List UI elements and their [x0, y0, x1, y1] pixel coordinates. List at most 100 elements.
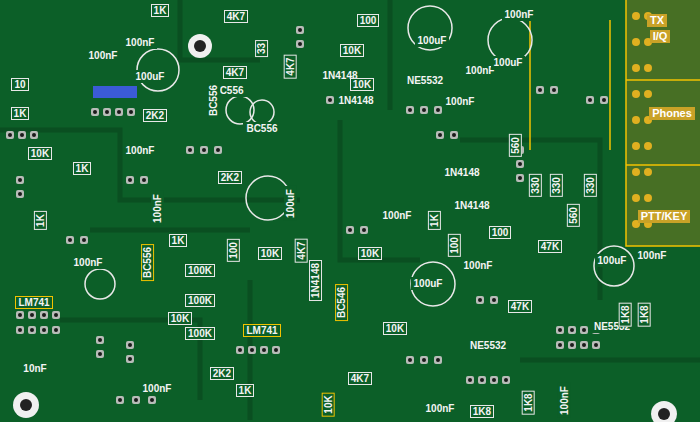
silkscreen-label: NE5532 [404, 74, 446, 87]
drill-hole [20, 133, 24, 137]
drill-hole [504, 378, 508, 382]
silkscreen-label: Phones [649, 107, 695, 120]
drill-hole [42, 313, 46, 317]
solder-pad [140, 176, 148, 184]
silkscreen-label: 100nF [140, 382, 175, 395]
drill-hole [422, 358, 426, 362]
drill-hole [118, 398, 122, 402]
drill-hole [422, 108, 426, 112]
solder-pad [248, 346, 256, 354]
drill-hole [98, 352, 102, 356]
connector-pad [644, 168, 652, 176]
silkscreen-label: 100nF [502, 8, 537, 21]
solder-pad [296, 40, 304, 48]
silkscreen-label: 4K7 [283, 54, 296, 78]
solder-pad [550, 86, 558, 94]
silkscreen-label: 100nF [86, 49, 121, 62]
silkscreen-label: 100nF [423, 402, 458, 415]
silkscreen-label: 100nF [461, 259, 496, 272]
silkscreen-label: 10K [258, 247, 282, 260]
drill-hole [68, 238, 72, 242]
solder-pad [16, 190, 24, 198]
solder-pad [568, 341, 576, 349]
silkscreen-label: 100uF [415, 34, 450, 47]
silkscreen-label: TX [647, 14, 667, 27]
drill-hole [558, 343, 562, 347]
silkscreen-label: 47K [508, 300, 532, 313]
silkscreen-label: 100nF [558, 383, 571, 418]
solder-pad [200, 146, 208, 154]
silkscreen-label: 100uF [411, 277, 446, 290]
silkscreen-label: 1K [73, 162, 92, 175]
silkscreen-label: 100 [227, 239, 240, 262]
solder-pad [434, 356, 442, 364]
connector-pad [632, 38, 640, 46]
silkscreen-label: 1K8 [521, 390, 534, 414]
silkscreen-label: 100nF [380, 209, 415, 222]
solder-pad [126, 176, 134, 184]
solder-pad [586, 96, 594, 104]
silkscreen-label: 10K [340, 44, 364, 57]
drill-hole [492, 298, 496, 302]
solder-pad [478, 376, 486, 384]
silkscreen-label: 10K [28, 147, 52, 160]
silkscreen-label: 10K [358, 247, 382, 260]
drill-hole [518, 162, 522, 166]
solder-pad [236, 346, 244, 354]
drill-hole [436, 358, 440, 362]
solder-pad [52, 311, 60, 319]
drill-hole [18, 178, 22, 182]
connector-pad [644, 142, 652, 150]
solder-pad [556, 341, 564, 349]
silkscreen-label: 560 [509, 134, 522, 157]
solder-pad [466, 376, 474, 384]
silkscreen-label: 1K [33, 211, 46, 230]
silkscreen-label: 4K7 [223, 66, 247, 79]
drill-hole [128, 178, 132, 182]
connector-pad [632, 168, 640, 176]
drill-hole [362, 228, 366, 232]
drill-hole [570, 328, 574, 332]
solder-pad [536, 86, 544, 94]
connector-pad [632, 90, 640, 98]
solder-pad [28, 311, 36, 319]
solder-pad [96, 350, 104, 358]
solder-pad [272, 346, 280, 354]
drill-hole [436, 108, 440, 112]
silkscreen-label: 4K7 [294, 238, 307, 262]
drill-hole [348, 228, 352, 232]
silkscreen-label: 1K8 [470, 405, 494, 418]
connector-pad [632, 64, 640, 72]
silkscreen-label: 100nF [635, 249, 670, 262]
solder-pad [296, 26, 304, 34]
silkscreen-label: 2K2 [210, 367, 234, 380]
solder-pad [516, 174, 524, 182]
solder-pad [260, 346, 268, 354]
drill-hole [30, 328, 34, 332]
solder-pad [96, 336, 104, 344]
solder-pad [126, 341, 134, 349]
silkscreen-label: 10K [321, 392, 334, 416]
drill-hole [250, 348, 254, 352]
solder-pad [516, 160, 524, 168]
silkscreen-label: BC556 [207, 81, 220, 118]
silkscreen-label: BC546 [335, 283, 348, 320]
drill-hole [438, 133, 442, 137]
silkscreen-label: BC556 [243, 122, 280, 135]
silkscreen-label: 100uF [595, 254, 630, 267]
silkscreen-label: 33 [256, 39, 269, 56]
solder-pad [490, 296, 498, 304]
silkscreen-label: I/Q [650, 30, 671, 43]
silkscreen-label: 10 [11, 78, 28, 91]
solder-pad [490, 376, 498, 384]
silkscreen-label: 100nF [71, 256, 106, 269]
silkscreen-label: 10K [350, 78, 374, 91]
connector-pad [632, 116, 640, 124]
solder-pad [600, 96, 608, 104]
silkscreen-label: NE5532 [467, 339, 509, 352]
connector-pad [632, 194, 640, 202]
silkscreen-label: 100nF [123, 144, 158, 157]
drill-hole [150, 398, 154, 402]
solder-pad [476, 296, 484, 304]
silkscreen-label: 1K [151, 4, 170, 17]
